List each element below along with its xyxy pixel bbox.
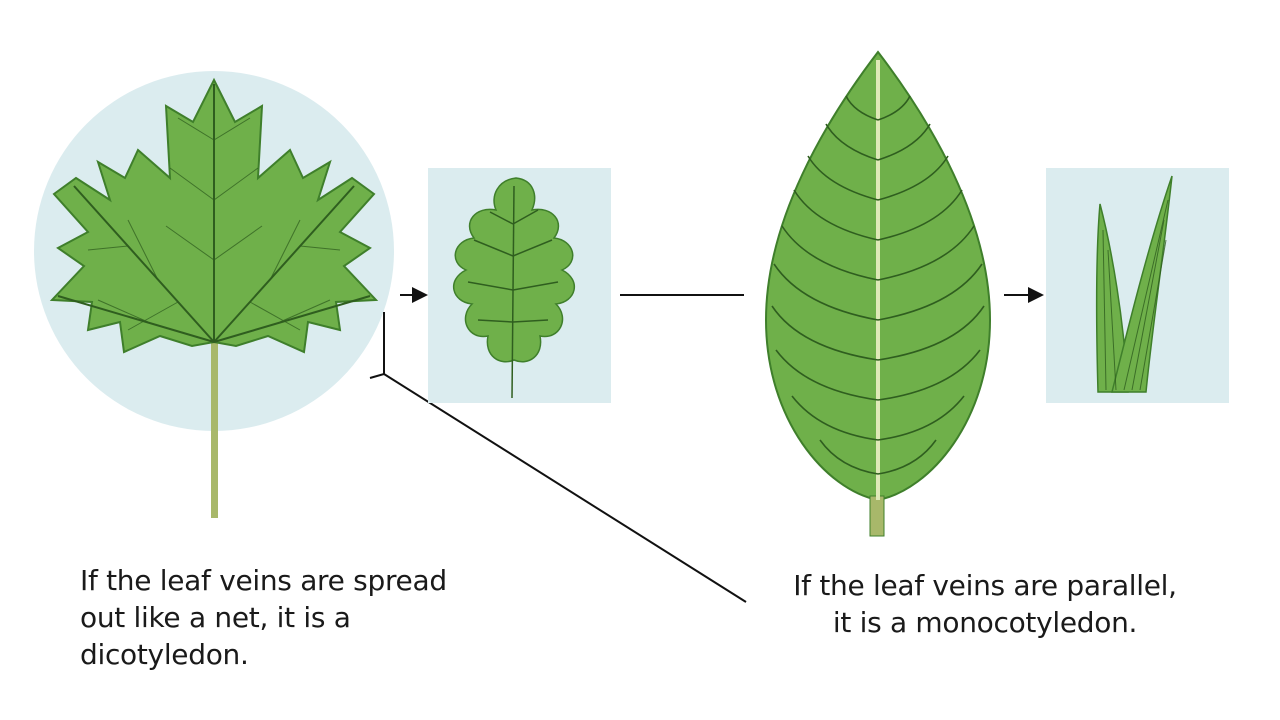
grass-leaf-panel	[1046, 168, 1229, 403]
maple-leaf-icon	[49, 77, 379, 354]
ovate-leaf-icon	[764, 50, 992, 537]
maple-leaf-veins	[57, 84, 371, 343]
dicot-caption-line3: dicotyledon.	[80, 638, 249, 671]
maple-leaf-stem	[211, 340, 218, 518]
monocot-caption-line1: If the leaf veins are parallel,	[793, 569, 1177, 602]
ovate-leaf-veins	[771, 95, 985, 475]
monocot-caption-line2: it is a monocotyledon.	[832, 606, 1138, 639]
dicot-caption-line2: out like a net, it is a	[80, 601, 351, 634]
callout-line	[383, 373, 747, 603]
grass-leaf-icon	[1095, 175, 1173, 393]
dicot-caption-line1: If the leaf veins are spread	[80, 564, 447, 597]
monocot-caption: If the leaf veins are parallel, it is a …	[740, 567, 1230, 641]
oak-leaf-panel	[428, 168, 611, 403]
oak-leaf-icon	[452, 177, 576, 399]
maple-leaf-net-veins	[87, 117, 341, 331]
dicot-caption: If the leaf veins are spread out like a …	[80, 562, 500, 673]
